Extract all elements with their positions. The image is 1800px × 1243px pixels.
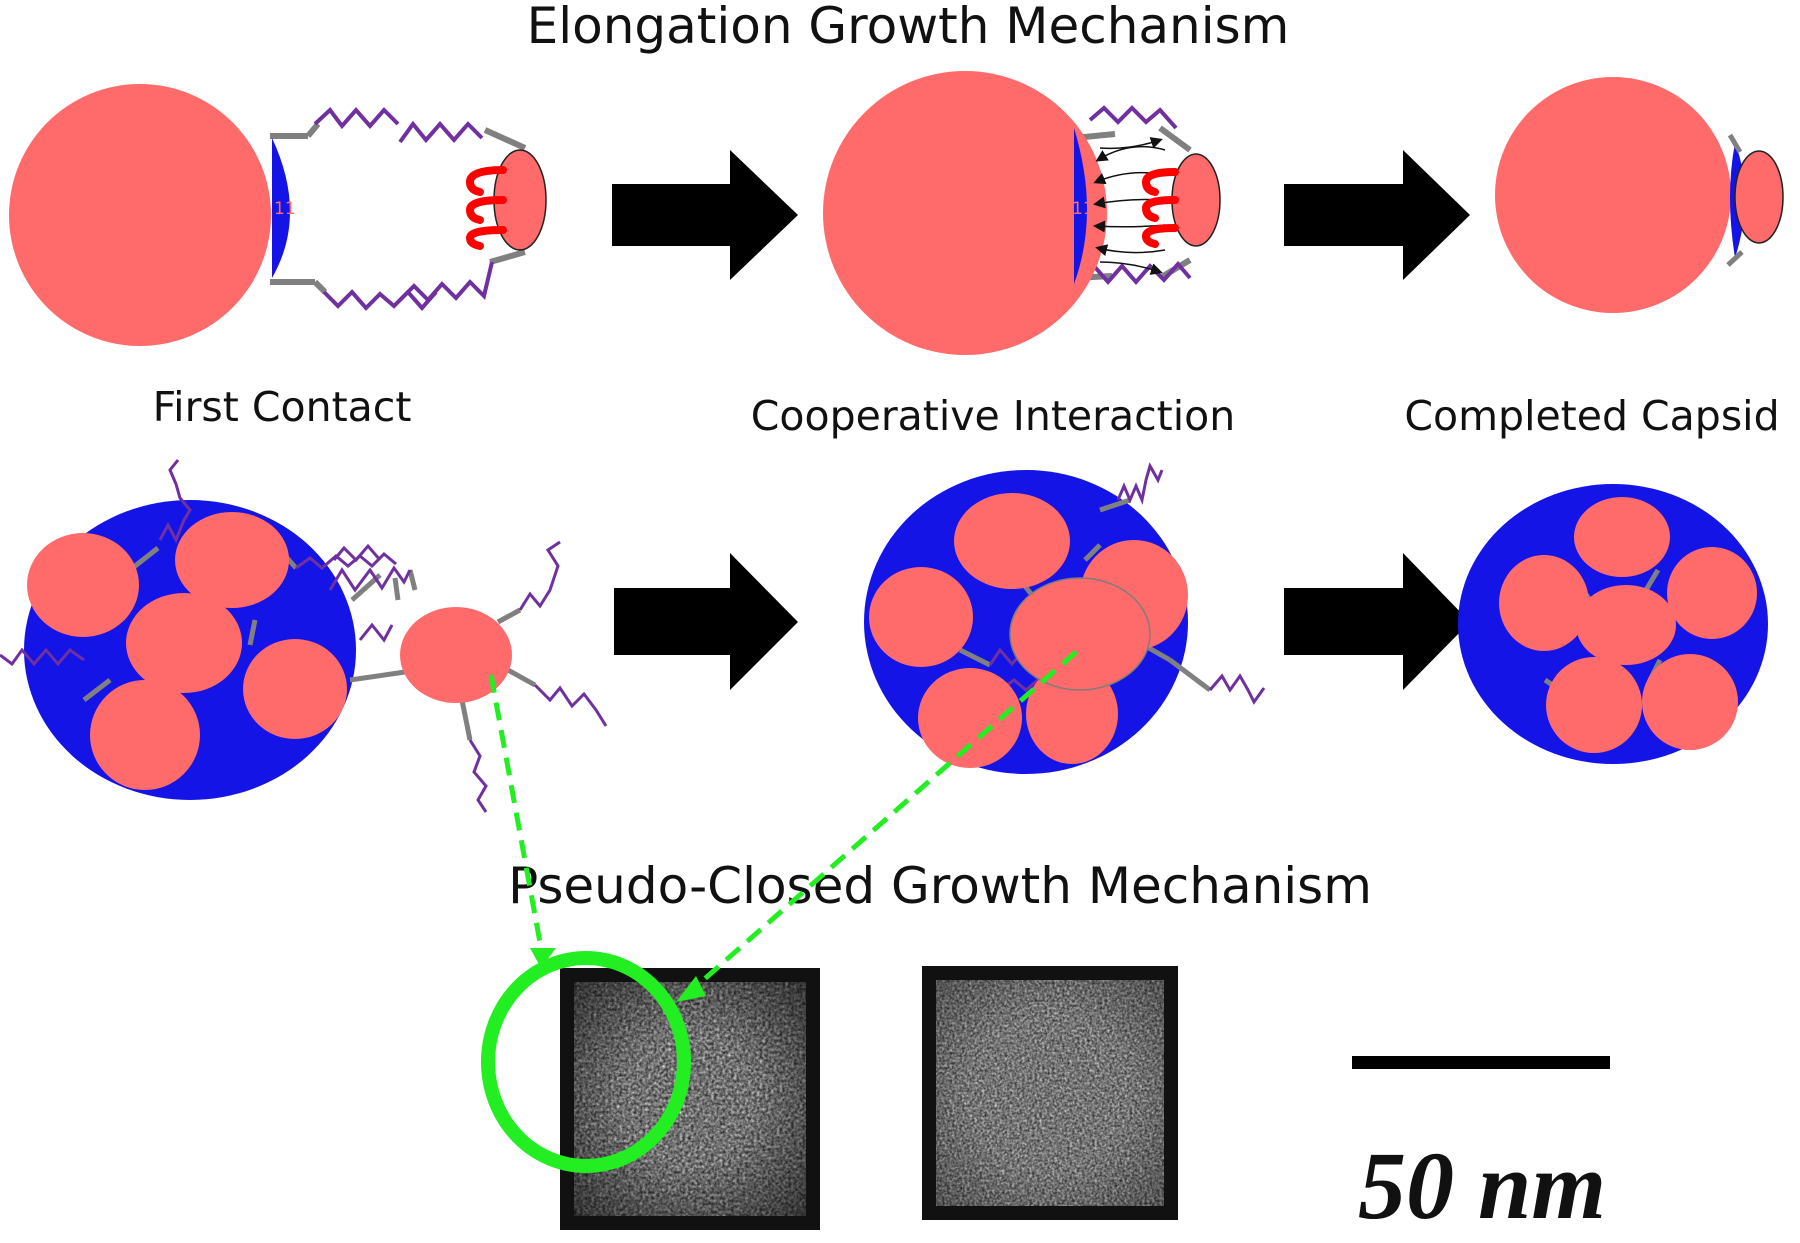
subunit-tag-2: 11 xyxy=(1072,199,1094,219)
arrowhead-icon-2 xyxy=(676,976,706,1002)
arrowhead-icon xyxy=(530,948,556,968)
right-arrow-icon-2 xyxy=(1284,150,1470,280)
right-arrow-icon xyxy=(612,150,798,280)
elongation-completed xyxy=(1495,77,1784,313)
stage-label-first-contact: First Contact xyxy=(153,383,412,431)
scale-bar-label: 50 nm xyxy=(1358,1132,1606,1239)
stage-label-cooperative-interaction: Cooperative Interaction xyxy=(751,392,1235,440)
highlight-circle xyxy=(481,951,691,1173)
stage-label-completed-capsid: Completed Capsid xyxy=(1404,392,1779,440)
micrograph-1 xyxy=(560,968,820,1230)
pseudo-closed-title: Pseudo-Closed Growth Mechanism xyxy=(508,857,1372,915)
elongation-title: Elongation Growth Mechanism xyxy=(527,0,1290,55)
pseudo-cooperative xyxy=(864,462,1266,774)
incoming-subunit xyxy=(400,607,512,703)
red-hooks xyxy=(465,166,507,250)
blue-interface xyxy=(272,138,290,278)
right-arrow-icon-3 xyxy=(614,553,798,690)
pseudo-completed xyxy=(1458,484,1768,764)
micrograph-2 xyxy=(922,966,1178,1220)
subunit-tag: 11 xyxy=(274,199,296,219)
elongation-cooperative: 11 xyxy=(823,71,1221,355)
elongation-first-contact: 11 xyxy=(9,84,547,346)
highlight-arrows xyxy=(488,650,1078,992)
large-subunit xyxy=(9,84,271,346)
right-arrow-icon-4 xyxy=(1284,553,1470,690)
pseudo-first-contact xyxy=(0,459,608,813)
scale-bar xyxy=(1352,1056,1610,1069)
docking-subunit xyxy=(1009,577,1151,691)
